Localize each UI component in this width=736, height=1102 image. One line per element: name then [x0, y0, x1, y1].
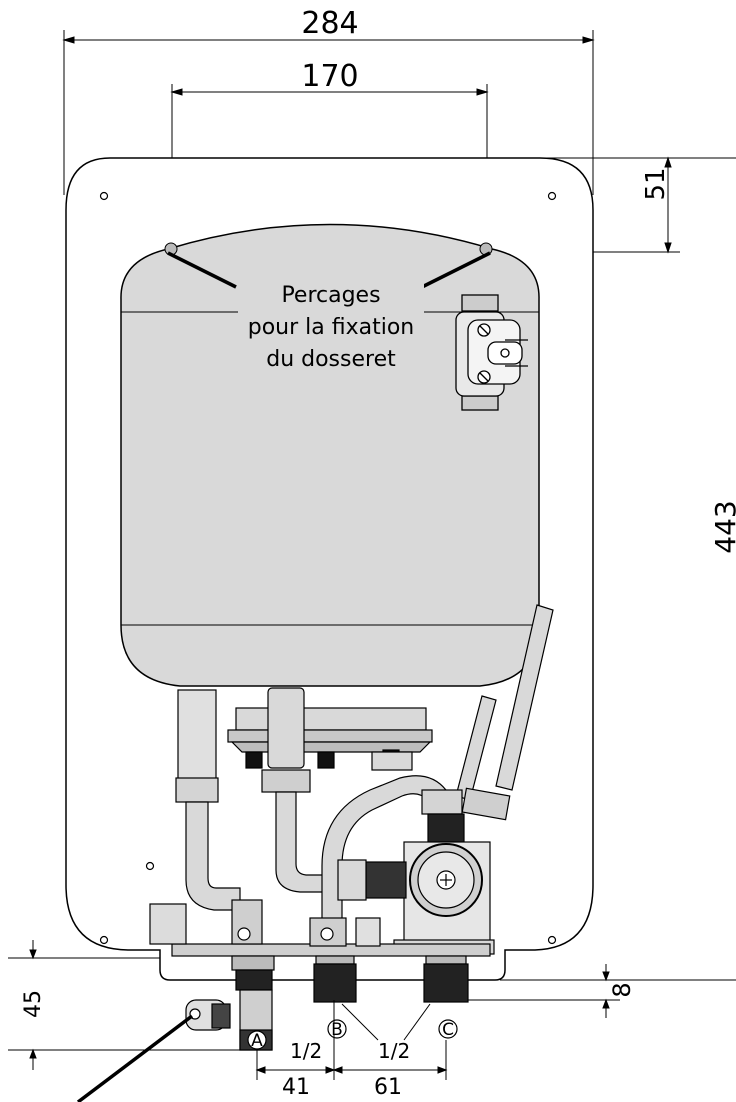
fixing-leader-lines [167, 251, 491, 289]
dim-left-height [8, 940, 240, 1070]
drain-leader-line [76, 1014, 194, 1102]
note-line-1: Percages [281, 283, 380, 308]
dim-bottom-spacings [255, 1000, 448, 1080]
dim-spacing-ab-label: 41 [282, 1075, 310, 1100]
label-b: B [327, 1019, 347, 1040]
svg-text:B: B [331, 1020, 343, 1040]
dim-spacing-bc-label: 61 [374, 1075, 402, 1100]
svg-text:A: A [251, 1031, 263, 1051]
connector-b [313, 955, 357, 1003]
thread-size-c: 1/2 [378, 1039, 410, 1063]
slanted-tube [455, 604, 554, 821]
tank [120, 223, 540, 687]
connector-a [185, 955, 275, 1051]
note-background [238, 278, 424, 374]
note-line-3: du dosseret [266, 347, 396, 372]
svg-text:C: C [442, 1020, 454, 1040]
dim-left-height-label: 45 [21, 990, 46, 1018]
base-bar [149, 899, 491, 957]
label-c: C [438, 1019, 458, 1040]
central-tube [261, 687, 341, 893]
dim-overall-width [62, 30, 595, 195]
dim-overall-height-label: 443 [709, 500, 736, 553]
dim-fixing-spacing-label: 170 [301, 59, 358, 94]
dim-bottom-offset-label: 8 [608, 982, 636, 997]
plate-holes [99, 191, 557, 945]
note-line-2: pour la fixation [248, 315, 415, 340]
cold-pipe [175, 689, 241, 911]
thread-size-b: 1/2 [290, 1039, 322, 1063]
dim-overall-width-label: 284 [301, 6, 358, 41]
dim-top-offset-label: 51 [641, 167, 671, 200]
label-a: A [247, 1030, 267, 1051]
thermostat [455, 294, 528, 411]
dim-bottom-offset [468, 964, 736, 1018]
connector-c [423, 955, 469, 1003]
thread-leaders [341, 1003, 431, 1041]
